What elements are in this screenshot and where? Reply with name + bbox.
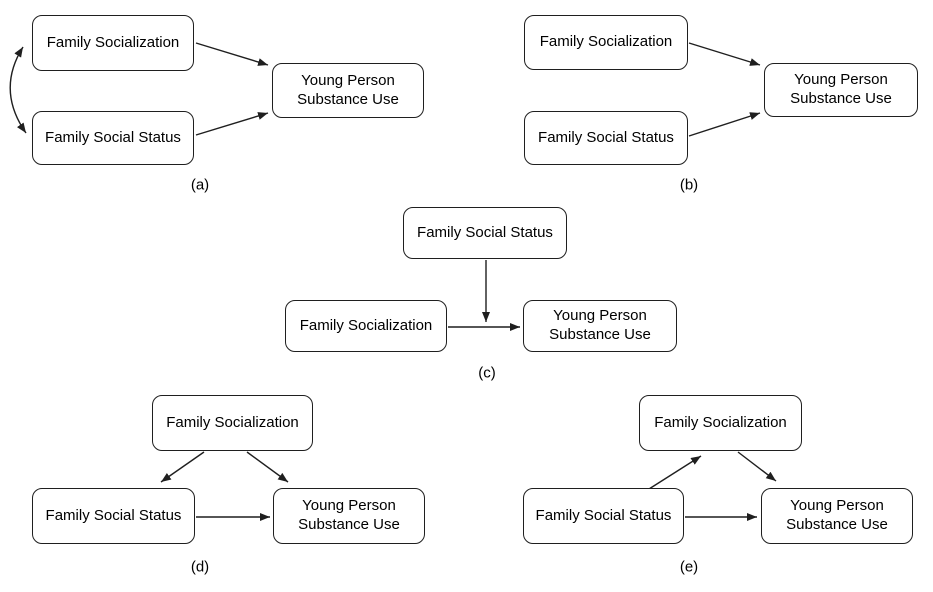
node-c-young-person-substance-use: Young Person Substance Use	[523, 300, 677, 352]
node-label: Young Person Substance Use	[790, 71, 892, 107]
edge-b-family-social-status-to-young-person-substance-use	[688, 112, 761, 137]
node-d-family-social-status: Family Social Status	[32, 488, 195, 544]
node-label: Family Social Status	[535, 506, 672, 524]
node-c-family-socialization: Family Socialization	[285, 300, 447, 352]
edge-a-family-socialization-to-young-person-substance-use	[195, 42, 269, 66]
node-a-family-socialization: Family Socialization	[32, 15, 194, 71]
node-label: Family Social Status	[417, 223, 553, 241]
node-label: Family Socialization	[654, 413, 787, 431]
node-label: Family Socialization	[539, 33, 673, 51]
node-label: Young Person Substance Use	[298, 497, 400, 533]
edge-e-family-socialization-to-young-person-substance-use	[737, 451, 777, 482]
node-d-young-person-substance-use: Young Person Substance Use	[273, 488, 425, 544]
node-label: Young Person Substance Use	[297, 71, 399, 108]
node-e-young-person-substance-use: Young Person Substance Use	[761, 488, 913, 544]
caption-b: (b)	[679, 176, 699, 194]
caption-c: (c)	[478, 364, 496, 382]
node-e-family-socialization: Family Socialization	[639, 395, 802, 451]
node-b-young-person-substance-use: Young Person Substance Use	[764, 63, 918, 117]
node-label: Family Social Status	[538, 128, 674, 146]
node-c-family-social-status: Family Social Status	[403, 207, 567, 259]
node-a-family-social-status: Family Social Status	[32, 111, 194, 165]
node-b-family-socialization: Family Socialization	[524, 15, 688, 70]
edge-d-family-socialization-to-family-social-status	[160, 451, 205, 483]
edge-d-family-socialization-to-young-person-substance-use	[246, 451, 289, 483]
node-label: Young Person Substance Use	[786, 497, 888, 533]
node-label: Family Socialization	[46, 33, 180, 51]
edge-e-family-social-status-to-family-socialization	[648, 455, 702, 490]
node-d-family-socialization: Family Socialization	[152, 395, 313, 451]
node-b-family-social-status: Family Social Status	[524, 111, 688, 165]
node-label: Young Person Substance Use	[549, 307, 651, 343]
node-e-family-social-status: Family Social Status	[523, 488, 684, 544]
caption-e: (e)	[679, 558, 699, 576]
node-label: Family Socialization	[299, 316, 433, 334]
node-label: Family Socialization	[166, 413, 299, 431]
edge-a-family-social-status-to-young-person-substance-use	[195, 112, 269, 136]
node-label: Family Social Status	[45, 128, 181, 146]
edge-b-family-socialization-to-young-person-substance-use	[688, 42, 761, 66]
caption-a: (a)	[190, 176, 210, 194]
node-label: Family Social Status	[45, 506, 182, 524]
node-a-young-person-substance-use: Young Person Substance Use	[272, 63, 424, 118]
edge-a-family-socialization-to-family-social-status	[9, 46, 27, 134]
caption-d: (d)	[190, 558, 210, 576]
